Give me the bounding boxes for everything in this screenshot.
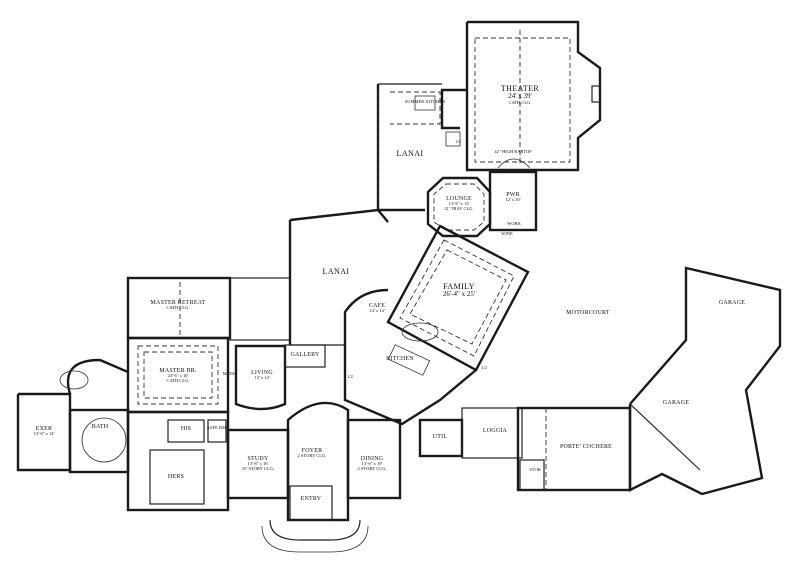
label-cafe: CAFE 14' x 14' (368, 303, 386, 314)
label-pwr: PWR 12' x 10' (505, 192, 521, 203)
label-loggia: LOGGIA (482, 428, 508, 434)
label-porte-cochere: PORTE' COCHERE (559, 444, 613, 450)
label-bar-top: 42" HIGH BARTOP (494, 149, 532, 154)
label-foyer: FOYER 2 STORY CLG. (297, 448, 327, 459)
label-master-br: MASTER BR. 23'-6" x 16' CATH.CLG. (159, 368, 197, 384)
label-master-retreat: MASTER RETREAT CATH.CLG. (150, 300, 206, 311)
ceiling-lines (179, 90, 379, 336)
label-work: WORK (507, 221, 521, 226)
label-entry: ENTRY (300, 496, 322, 502)
label-living: LIVING 13' x 14' (251, 370, 273, 381)
label-util: UTIL (432, 434, 448, 440)
cafe-kitchen-walls (343, 288, 477, 426)
pwr-walls (488, 158, 538, 232)
label-wine: WINE (501, 231, 513, 236)
lounge-walls (426, 176, 492, 238)
label-garage-1: GARAGE (718, 300, 746, 306)
label-garage-2: GARAGE (662, 400, 690, 406)
label-family: FAMILY 26'-4" x 25' (442, 282, 476, 299)
label-lanai-upper: LANAI (396, 149, 424, 158)
label-half-bath-3: 1/2 (481, 365, 487, 370)
label-theater: THEATER 24' x 39' CATH.CLG. (500, 84, 540, 105)
label-half-bath-2: 1/2 (347, 374, 353, 379)
label-lounge: LOUNGE 13'-6" x 13' 21' TRAY CLG. (444, 196, 474, 212)
label-stor: STOR (529, 467, 541, 472)
theater-walls (465, 20, 602, 172)
front-rooms-walls (226, 401, 402, 553)
label-study: STUDY 13'-8" x 16' 25' STORY CLG. (242, 456, 274, 472)
exer-bath-walls (16, 358, 130, 474)
garage-walls (628, 266, 782, 496)
label-summer-kitchen: SUMMER KITCHEN (404, 99, 446, 104)
label-lanai-lower: LANAI (322, 267, 350, 276)
label-exer: EXER 13'-6" x 14' (33, 426, 55, 437)
label-his: HIS (180, 426, 192, 432)
lanai-lower-walls (288, 208, 389, 346)
label-safe-rm: SAFE RM. (206, 425, 228, 430)
label-media: MEDIA (222, 371, 238, 376)
living-gallery-walls (234, 344, 326, 411)
label-kitchen: KITCHEN (386, 356, 414, 362)
master-walls (126, 276, 291, 414)
label-hers: HERS (167, 474, 185, 480)
label-bath: BATH (91, 424, 109, 430)
label-gallery: GALLERY (290, 352, 320, 358)
label-half-bath-1: 1/2 (455, 139, 461, 144)
label-dining: DINING 13'-6" x 19' 2 STORY CLG. (357, 456, 387, 472)
label-motorcourt: MOTORCOURT (566, 310, 610, 316)
